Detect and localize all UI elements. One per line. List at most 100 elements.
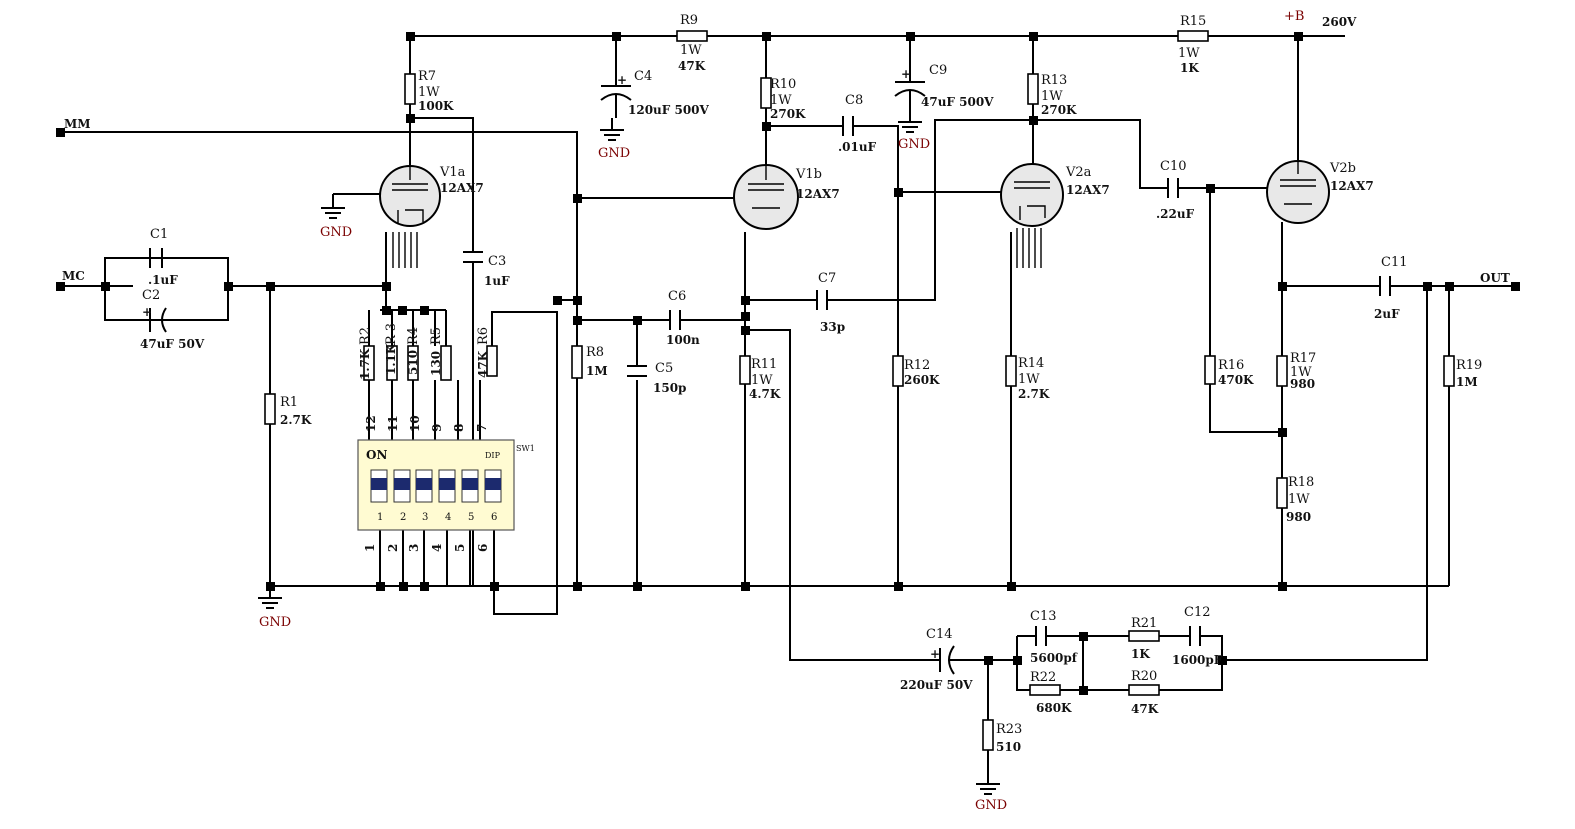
resistor-value: 47K [1131,702,1159,716]
resistor-value: 100K [418,99,454,113]
resistor-r22 [1029,684,1061,696]
capacitor-ref: C4 [634,69,652,84]
ground-symbol [976,778,1000,795]
capacitor-c14 [935,645,955,675]
net-label-voltage: 260V [1322,15,1357,29]
resistor-value: 47K [678,59,706,73]
resistor-power: 1W [1178,46,1200,61]
dip-on-label: ON [366,448,387,462]
capacitor-ref: C9 [929,63,947,78]
gnd-label: GND [259,615,291,630]
dip-switch-number: 5 [468,512,474,523]
resistor-value: 470K [1218,373,1254,387]
resistor-r6 [486,345,498,377]
capacitor-ref: C8 [845,93,863,108]
capacitor-value: 47uF 500V [921,95,994,109]
dip-bottom-pin: 3 [407,544,421,552]
capacitor-value: 33p [820,320,845,334]
resistor-value: 1M [586,364,608,378]
capacitor-value: 100n [666,333,700,347]
resistor-labels: R1 2.7K R2 1.7K R 3 1.1K R4 510 R5 130 R… [280,13,1482,754]
capacitor-c5 [627,365,647,377]
resistor-value: 4.7K [749,387,781,401]
resistor-r16 [1204,355,1216,385]
resistor-ref: R15 [1180,14,1206,29]
dip-bottom-pin: 1 [363,544,377,552]
capacitor-ref: C2 [142,288,160,303]
capacitor-value: .22uF [1156,207,1195,221]
resistor-r8 [571,345,583,379]
tube-v1b [733,164,799,230]
resistor-ref: R12 [904,358,930,373]
capacitor-value: 2uF [1374,307,1400,321]
plus-sign: + [901,67,911,81]
capacitor-ref: C5 [655,361,673,376]
capacitor-c7 [816,290,833,310]
capacitor-value: .01uF [838,140,877,154]
dip-switch-sw1: ON DIP SW1 1 2 3 4 5 6 12 11 10 9 8 7 1 … [357,415,535,552]
resistor-r3 [386,345,398,381]
dip-top-pin: 8 [452,424,466,432]
resistor-r11 [739,355,751,385]
resistor-ref: R10 [770,77,796,92]
resistor-ref: R1 [280,395,298,410]
ground-symbol [898,110,922,133]
resistor-r23 [982,719,994,751]
tube-v2a [1000,163,1064,268]
capacitor-value: 1uF [484,274,510,288]
resistor-ref: R20 [1131,669,1157,684]
resistor-r9 [676,30,708,42]
capacitor-ref: C10 [1160,159,1187,174]
capacitor-c10 [1167,178,1182,198]
dip-switch-slots [370,469,502,503]
resistor-power: 1W [1290,365,1312,380]
resistor-ref: R17 [1290,351,1316,366]
resistor-power: 1W [680,43,702,58]
resistor-ref: R8 [586,345,604,360]
ground-symbols [258,110,1000,795]
dip-top-pin: 10 [408,415,422,432]
resistor-value: 980 [1286,510,1311,524]
resistor-ref: R7 [418,69,436,84]
capacitor-value: .1uF [148,273,178,287]
tube-ref: V2a [1065,165,1092,180]
dip-ref: SW1 [516,444,535,453]
resistor-value: 1M [1456,375,1478,389]
resistor-value: 1K [1131,647,1150,661]
ground-labels: GND GND GND GND GND [259,137,1007,813]
resistor-value: 130 [429,351,443,376]
tube-type: 12AX7 [440,181,484,195]
wires [60,35,1515,778]
capacitor-c6 [669,310,690,330]
resistor-r20 [1128,684,1160,696]
capacitor-c8 [842,116,857,136]
capacitor-c12 [1189,626,1204,646]
resistor-r12 [892,355,904,387]
resistor-ref: R21 [1131,616,1157,631]
capacitor-ref: C7 [818,271,836,286]
tube-v2b [1266,160,1330,224]
resistor-ref: R14 [1018,356,1044,371]
dip-top-pin: 11 [386,415,400,432]
resistor-ref: R16 [1218,358,1244,373]
dip-bottom-pin: 4 [430,544,444,552]
capacitor-c9 [894,72,926,110]
resistor-power: 1W [1041,89,1063,104]
resistor-value: 2.7K [280,413,312,427]
resistor-value: 1.7K [358,348,372,380]
capacitor-c1 [105,248,228,268]
resistor-ref: R18 [1288,475,1314,490]
resistor-ref: R4 [406,327,421,345]
dip-bottom-pin: 6 [476,544,490,552]
resistor-r19 [1443,355,1455,387]
capacitor-symbols [105,72,1394,675]
resistor-r15 [1177,30,1209,42]
resistor-r17 [1276,355,1288,387]
capacitor-ref: C13 [1030,609,1057,624]
dip-bottom-pin: 2 [386,544,400,552]
capacitor-c11 [1379,276,1394,296]
resistor-value: 2.7K [1018,387,1050,401]
tube-ref: V1a [439,165,466,180]
net-label-mc: MC [62,269,85,283]
resistor-value: 270K [1041,103,1077,117]
